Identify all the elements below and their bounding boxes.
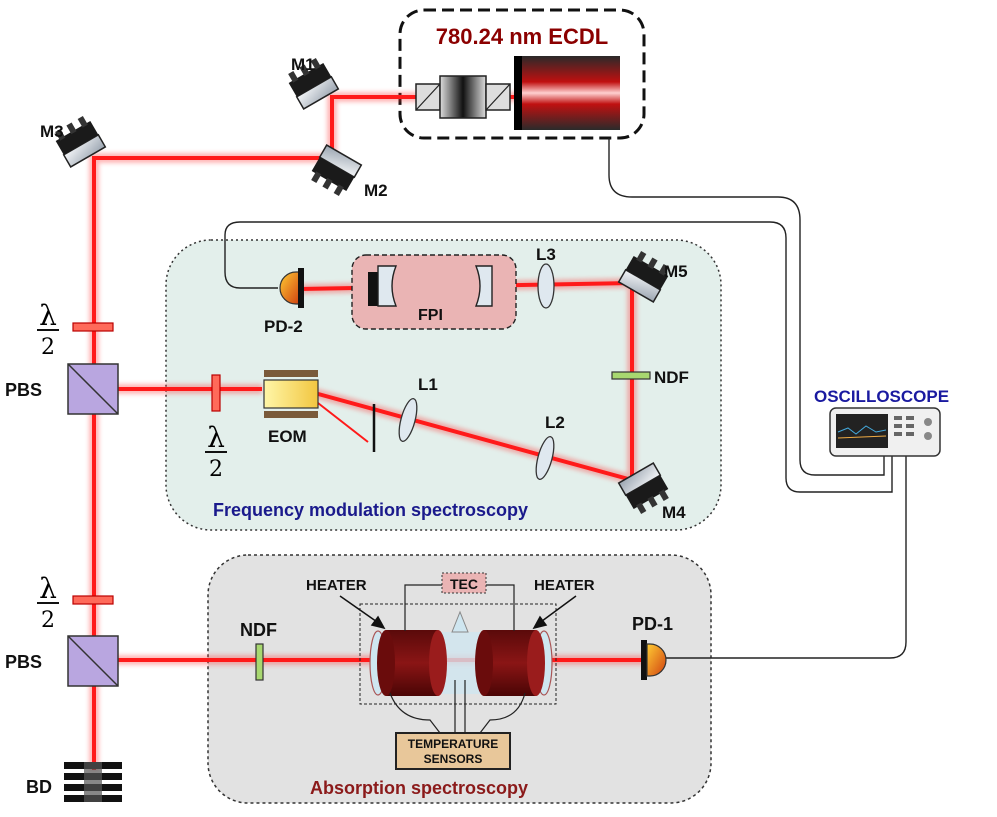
laser-title: 780.24 nm ECDL (436, 24, 608, 49)
label-bd: BD (26, 777, 52, 797)
lens-l3 (537, 263, 555, 309)
waveplate-top (72, 322, 114, 332)
section-fms-title: Frequency modulation spectroscopy (213, 500, 528, 520)
label-eom: EOM (268, 427, 307, 446)
waveplate-bottom (72, 595, 114, 605)
label-l1: L1 (418, 375, 438, 394)
cell-wires (389, 584, 526, 734)
label-m5: M5 (664, 262, 688, 281)
photodiode-pd1 (641, 640, 667, 680)
mirror-m1 (288, 58, 340, 110)
label-heater-right: HEATER (534, 577, 595, 594)
eom (263, 370, 319, 418)
label-pbs-bottom: PBS (5, 652, 42, 672)
ndf-abs (255, 643, 264, 681)
tec-box (441, 572, 487, 594)
label-m1: M1 (291, 55, 315, 74)
lens-l2 (535, 436, 555, 480)
temp-sensors-box (395, 732, 511, 770)
heater-left (377, 630, 447, 696)
signal-cables (224, 138, 907, 659)
heater-arrows (339, 595, 577, 630)
label-temp-line2: SENSORS (424, 752, 483, 766)
ecdl-laser (415, 56, 620, 130)
cell-assembly-frame (359, 603, 557, 705)
label-temp-line1: TEMPERATURE (408, 737, 498, 751)
fpi (351, 254, 517, 330)
label-pd1: PD-1 (632, 614, 673, 634)
waveplate-top-den: 2 (41, 335, 55, 360)
waveplate-bottom-den: 2 (41, 608, 55, 633)
label-l3: L3 (536, 245, 556, 264)
pbs-bottom (67, 635, 119, 687)
pbs-top (67, 363, 119, 415)
photodiode-pd2 (279, 268, 304, 308)
label-m2: M2 (364, 181, 388, 200)
label-ndf-abs: NDF (240, 620, 277, 640)
label-l2: L2 (545, 413, 565, 432)
lens-l1 (398, 398, 418, 442)
label-m4: M4 (662, 503, 686, 522)
label-heater-left: HEATER (306, 577, 367, 594)
mirror-m5 (617, 251, 669, 303)
waveplate-mid-num: λ (207, 421, 225, 454)
waveplate-mid (211, 374, 221, 412)
label-m3: M3 (40, 122, 64, 141)
section-absorption-title: Absorption spectroscopy (310, 778, 528, 798)
waveplate-bottom-num: λ (39, 572, 57, 605)
mirror-m4 (617, 462, 669, 514)
waveplate-mid-den: 2 (209, 457, 223, 482)
label-tec: TEC (450, 576, 478, 592)
mirror-m2 (311, 144, 363, 196)
label-pbs-top: PBS (5, 380, 42, 400)
mirror-m3 (55, 116, 107, 168)
label-pd2: PD-2 (264, 317, 303, 336)
ndf-fms (611, 371, 651, 380)
beam-dump (64, 762, 122, 802)
label-fpi: FPI (418, 307, 443, 324)
heater-right (475, 630, 545, 696)
waveplate-top-num: λ (39, 299, 57, 332)
oscilloscope (829, 407, 941, 457)
label-oscilloscope: OSCILLOSCOPE (814, 387, 949, 406)
label-ndf-fms: NDF (654, 368, 689, 387)
